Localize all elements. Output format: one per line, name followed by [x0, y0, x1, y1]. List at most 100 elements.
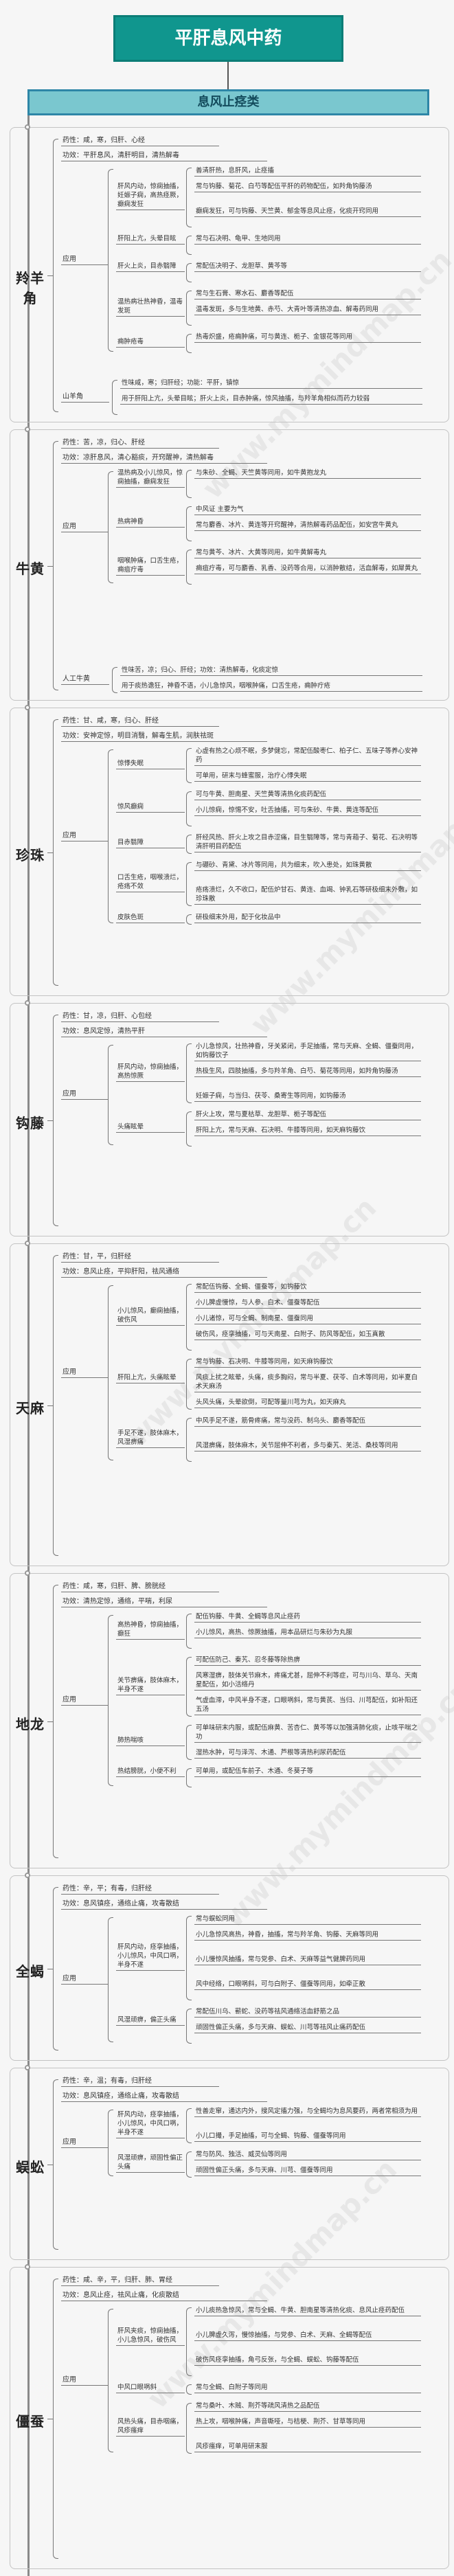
- application-detail[interactable]: 常与钩藤、菊花、白芍等配伍平肝的药物配伍，如羚角钩藤汤: [194, 182, 421, 192]
- application-detail[interactable]: 小儿诸惊，可与全蝎、制南星、僵蚕同用: [194, 1314, 421, 1324]
- property-node[interactable]: 药性：甘、咸，寒，归心、肝经: [61, 716, 219, 727]
- property-node[interactable]: 药性：辛，平；有毒，归肝经: [61, 1884, 219, 1895]
- application-group-label[interactable]: 肝火上炎，目赤翳障: [116, 262, 185, 272]
- application-detail[interactable]: 常配伍决明子、龙胆草、黄芩等: [194, 262, 421, 272]
- application-detail[interactable]: 风痰上扰之眩晕，头痛，痰多胸闷，常与半夏、茯苓、白术等同用，如半夏白术天麻汤: [194, 1373, 421, 1392]
- related-herb-detail[interactable]: 用于肝阳上亢，头晕目眩；肝火上炎，目赤肿痛，惊风抽搐，与羚羊角相似而药力较弱: [120, 394, 422, 405]
- efficacy-node[interactable]: 功效：息风镇痉，通络止痛，攻毒散结: [61, 2092, 267, 2102]
- application-group-label[interactable]: 头痛眩晕: [116, 1122, 185, 1133]
- application-detail[interactable]: 小儿急惊风，壮热神昏，牙关紧闭，手足抽搐，常与天麻、全蝎、僵蚕同用，如钩藤饮子: [194, 1042, 421, 1061]
- application-detail[interactable]: 可与牛黄、胆南星、天竺黄等清热化痰药配伍: [194, 790, 421, 800]
- herb-name[interactable]: 钩藤: [16, 1115, 45, 1131]
- efficacy-node[interactable]: 功效：清热定惊，通络，平喘，利尿: [61, 1597, 267, 1607]
- application-detail[interactable]: 风中经络，口眼㖞斜，可与白附子、僵蚕等同用，如牵正散: [194, 1980, 421, 1990]
- application-detail[interactable]: 常与生石膏、寒水石、麝香等配伍: [194, 289, 421, 300]
- application-group-label[interactable]: 肝风夹痰，惊痫抽搐，小儿急惊风，破伤风: [116, 2327, 185, 2346]
- application-detail[interactable]: 善清肝热，息肝风，止痉搐: [194, 166, 421, 177]
- application-detail[interactable]: 风寒湿痹，肢体关节麻木，疼痛尤甚，屈伸不利等症，可与川乌、草乌、天南星配伍，如小…: [194, 1671, 421, 1691]
- application-detail[interactable]: 顽固性偏正头痛，多与天麻、川芎、僵蚕等同用: [194, 2166, 421, 2176]
- application-detail[interactable]: 肝经风热、肝火上攻之目赤涩痛，目生翳障等，常与青葙子、菊花、石决明等清肝明目药配…: [194, 833, 421, 852]
- application-detail[interactable]: 风疹瘙痒，可单用研末服: [194, 2442, 421, 2452]
- application-label[interactable]: 应用: [61, 831, 102, 841]
- application-detail[interactable]: 中风手足不遂，筋骨疼痛，常与没药、制乌头、麝香等配伍: [194, 1416, 421, 1427]
- herb-name[interactable]: 牛黄: [16, 560, 45, 577]
- property-node[interactable]: 药性：咸、辛，平，归肝、肺、胃经: [61, 2276, 219, 2286]
- application-group-label[interactable]: 肝风内动，惊痫抽搐，妊娠子痫，高热痉厥，癫痫发狂: [116, 182, 185, 210]
- application-group-label[interactable]: 肝阳上亢，头晕目眩: [116, 234, 185, 245]
- application-detail[interactable]: 心虚有热之心烦不眠，多梦健忘，常配伍酸枣仁、柏子仁、五味子等养心安神药: [194, 747, 421, 766]
- efficacy-node[interactable]: 功效：安神定惊，明目消翳，解毒生肌，润肤祛斑: [61, 732, 267, 742]
- herb-name[interactable]: 羚羊角: [16, 270, 45, 306]
- application-detail[interactable]: 小儿慢惊风抽搐，常与党参、白术、天麻等益气健脾药同用: [194, 1955, 421, 1965]
- application-detail[interactable]: 肝火上攻，常与夏枯草、龙胆草、栀子等配伍: [194, 1110, 421, 1120]
- application-detail[interactable]: 中风证 主要为气: [194, 505, 421, 515]
- application-detail[interactable]: 小儿口撮，手足抽搐，可与全蝎、钩藤、僵蚕等同用: [194, 2132, 421, 2142]
- application-group-label[interactable]: 肺热喘咳: [116, 1736, 185, 1746]
- application-group-label[interactable]: 肝风内动，惊痫抽搐，高热惊厥: [116, 1063, 185, 1082]
- application-group-label[interactable]: 温热病及小儿惊风，惊痫抽搐，癫痫发狂: [116, 468, 185, 488]
- application-group-label[interactable]: 温热病壮热神昏，温毒发斑: [116, 297, 185, 317]
- application-group-label[interactable]: 热结膀胱，小便不利: [116, 1767, 185, 1777]
- property-node[interactable]: 药性：辛，温；有毒，归肝经: [61, 2077, 219, 2087]
- efficacy-node[interactable]: 功效：平肝息风，清肝明目，清热解毒: [61, 151, 267, 161]
- application-group-label[interactable]: 惊悸失眠: [116, 759, 185, 769]
- application-detail[interactable]: 常与桑叶、木贼、荆芥等疏风清热之品配伍: [194, 2402, 421, 2412]
- application-detail[interactable]: 热毒炽盛，疮痈肿痛，可与黄连、栀子、金银花等同用: [194, 332, 421, 343]
- application-detail[interactable]: 小儿急惊风高热，神昏，抽搐，常与羚羊角、钩藤、天麻等同用: [194, 1930, 421, 1941]
- application-label[interactable]: 应用: [61, 1089, 102, 1100]
- application-detail[interactable]: 常与黄芩、冰片、大黄等同用，如牛黄解毒丸: [194, 548, 421, 558]
- property-node[interactable]: 药性：咸，寒，归肝、脾、膀胱经: [61, 1582, 219, 1592]
- application-label[interactable]: 应用: [61, 2138, 102, 2148]
- application-label[interactable]: 应用: [61, 1695, 102, 1706]
- application-group-label[interactable]: 肝风内动，痉挛抽搐，小儿惊风，中风口㖞，半身不遂: [116, 1943, 185, 1971]
- related-herb-detail[interactable]: 性味苦，凉；归心、肝经；功效：清热解毒，化痰定惊: [120, 666, 422, 676]
- application-group-label[interactable]: 中风口眼㖞斜: [116, 2383, 185, 2393]
- application-group-label[interactable]: 风湿顽痹，偏正头痛: [116, 2015, 185, 2026]
- page-title[interactable]: 平肝息风中药: [113, 15, 343, 62]
- application-group-label[interactable]: 关节痹痛，肢体麻木，半身不遂: [116, 1676, 185, 1695]
- herb-name[interactable]: 天麻: [16, 1400, 45, 1416]
- application-detail[interactable]: 风湿痹痛，肢体麻木，关节屈伸不利者，多与秦艽、羌活、桑枝等同用: [194, 1441, 421, 1451]
- application-detail[interactable]: 常与全蝎、白附子等同用: [194, 2383, 421, 2393]
- application-detail[interactable]: 可配伍防己、秦艽、忍冬藤等除热痹: [194, 1656, 421, 1666]
- application-detail[interactable]: 妊娠子痫，与当归、茯苓、桑寄生等同用，如钩藤汤: [194, 1092, 421, 1102]
- herb-name[interactable]: 蜈蚣: [16, 2159, 45, 2176]
- application-detail[interactable]: 顽固性偏正头痛，多与天麻、蜈蚣、川芎等祛风止痛药配伍: [194, 2023, 421, 2033]
- application-detail[interactable]: 与硼砂、青黛、冰片等同用，共为细末，吹入患处，如珠黄散: [194, 861, 421, 871]
- application-group-label[interactable]: 痈肿疮毒: [116, 337, 185, 348]
- property-node[interactable]: 药性：咸，寒，归肝、心经: [61, 136, 219, 146]
- application-detail[interactable]: 小儿惊风，高热、惊厥抽搐，用本品研烂与朱砂为丸服: [194, 1628, 421, 1638]
- application-detail[interactable]: 可单味研末内服，或配伍麻黄、苦杏仁、黄芩等以加强清肺化痰，止咳平喘之功: [194, 1724, 421, 1743]
- efficacy-node[interactable]: 功效：息风止痉，平抑肝阳，祛风通络: [61, 1267, 267, 1278]
- property-node[interactable]: 药性：甘，凉，归肝、心包经: [61, 1012, 219, 1022]
- application-label[interactable]: 应用: [61, 522, 102, 532]
- application-detail[interactable]: 常与钩藤、石决明、牛膝等同用，如天麻钩藤饮: [194, 1357, 421, 1368]
- application-detail[interactable]: 小儿惊痫，惊惕不安，吐舌抽搐，可与朱砂、牛黄、黄连等配伍: [194, 806, 421, 816]
- application-detail[interactable]: 肝阳上亢，常与天麻、石决明、牛膝等同用，如天麻钩藤饮: [194, 1126, 421, 1136]
- application-group-label[interactable]: 热病神昏: [116, 517, 185, 528]
- application-detail[interactable]: 性善走窜，通达内外，搜风定搐力强，与全蝎均为息风要药，两者常相须为用: [194, 2107, 421, 2117]
- application-detail[interactable]: 湿热水肿，可与泽泻、木通、芦根等清热利尿药配伍: [194, 1748, 421, 1759]
- application-group-label[interactable]: 肝阳上亢，头痛眩晕: [116, 1373, 185, 1383]
- application-label[interactable]: 应用: [61, 2375, 102, 2386]
- application-group-label[interactable]: 高热神昏，惊痫抽搐，癫狂: [116, 1620, 185, 1640]
- application-detail[interactable]: 小儿脾虚久泻，慢惊抽搐，与党参、白术、天麻、全蝎等配伍: [194, 2331, 421, 2341]
- application-detail[interactable]: 破伤风痉挛抽搐，角弓反张，与全蝎、蜈蚣、钩藤等配伍: [194, 2355, 421, 2366]
- application-detail[interactable]: 配伍钩藤、牛黄、全蝎等息风止痉药: [194, 1612, 421, 1623]
- related-herb-label[interactable]: 山羊角: [61, 392, 109, 403]
- application-label[interactable]: 应用: [61, 1974, 102, 1985]
- efficacy-node[interactable]: 功效：凉肝息风，清心豁痰，开窍醒神，清热解毒: [61, 453, 267, 464]
- application-detail[interactable]: 可单用，研末与蜂蜜服，治疗心悸失眠: [194, 771, 421, 782]
- application-group-label[interactable]: 小儿惊风，癫痫抽搐，破伤风: [116, 1307, 185, 1326]
- herb-name[interactable]: 僵蚕: [16, 2413, 45, 2430]
- application-group-label[interactable]: 惊风癫痫: [116, 802, 185, 813]
- application-detail[interactable]: 温毒发斑，多与生地黄、赤芍、大青叶等清热凉血、解毒药同用: [194, 305, 421, 315]
- application-detail[interactable]: 可单用，或配伍车前子、木通、冬葵子等: [194, 1767, 421, 1777]
- application-detail[interactable]: 热上攻，咽喉肿痛，声音嘶哑，与桔梗、荆芥、甘草等同用: [194, 2417, 421, 2428]
- application-detail[interactable]: 与朱砂、全蝎、天竺黄等同用，如牛黄抱龙丸: [194, 468, 421, 479]
- property-node[interactable]: 药性：苦，凉，归心、肝经: [61, 438, 219, 449]
- category-title[interactable]: 息风止痉类: [27, 89, 429, 115]
- application-detail[interactable]: 小儿脾虚慢惊，与人参、白术、僵蚕等配伍: [194, 1298, 421, 1309]
- application-group-label[interactable]: 口舌生疮，咽喉溃烂，疮疡不敛: [116, 873, 185, 892]
- related-herb-detail[interactable]: 性味咸，寒；归肝经；功能：平肝，镇惊: [120, 379, 422, 389]
